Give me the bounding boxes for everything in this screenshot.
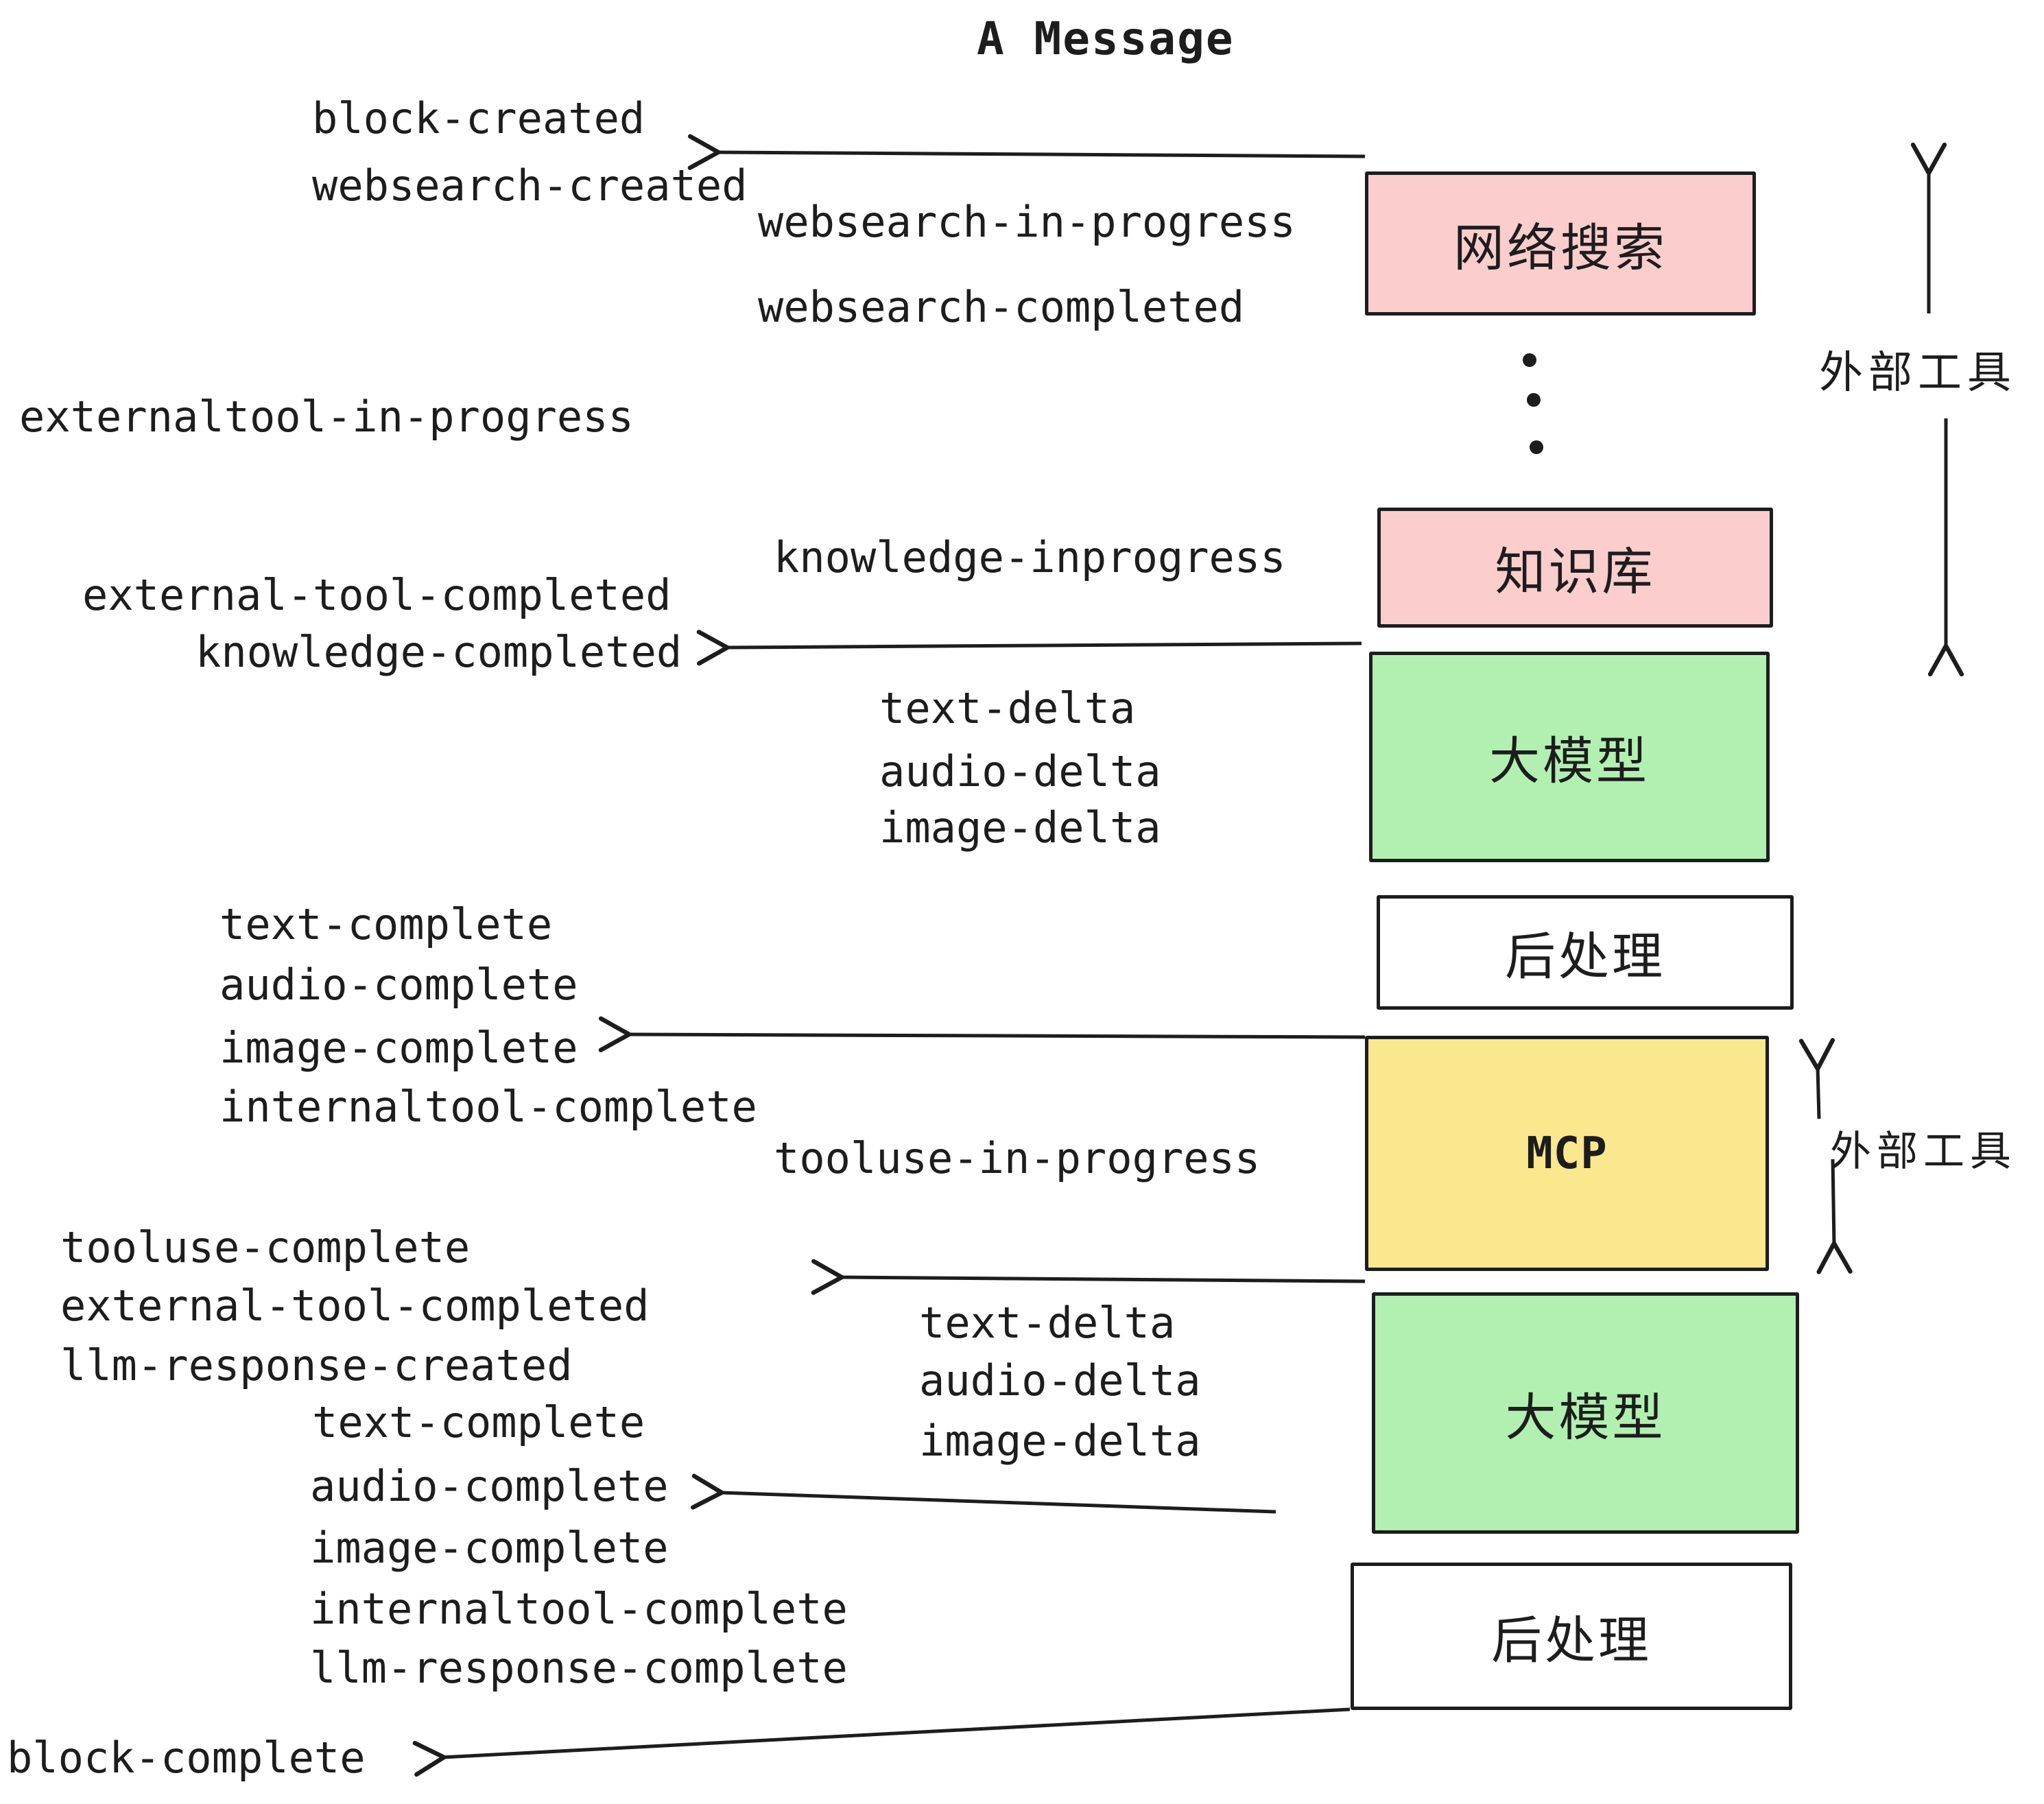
- box-postprocess-1-label: 后处理: [1505, 928, 1665, 985]
- box-llm-1-label: 大模型: [1489, 733, 1650, 790]
- event-external-tool-completed-2: external-tool-completed: [60, 1281, 650, 1331]
- diagram-title: A Message: [977, 12, 1235, 65]
- box-postprocess-2-label: 后处理: [1491, 1612, 1652, 1669]
- box-llm-2-label: 大模型: [1505, 1388, 1666, 1446]
- event-image-complete-2: image-complete: [310, 1523, 669, 1573]
- event-externaltool-in-progress: externaltool-in-progress: [19, 392, 634, 442]
- event-websearch-in-progress: websearch-in-progress: [758, 197, 1296, 247]
- arrow-to-audio-complete: [691, 1473, 1276, 1514]
- box-websearch: 网络搜索: [1365, 171, 1756, 316]
- event-llm-response-complete: llm-response-complete: [310, 1643, 848, 1693]
- box-websearch-label: 网络搜索: [1453, 219, 1667, 276]
- ellipsis-dots: [1523, 353, 1543, 454]
- event-text-complete-1: text-complete: [219, 899, 553, 949]
- box-postprocess-2: 后处理: [1351, 1563, 1792, 1710]
- event-external-tool-completed: external-tool-completed: [82, 570, 672, 620]
- event-internaltool-complete-2: internaltool-complete: [310, 1584, 848, 1634]
- event-text-complete-2: text-complete: [312, 1397, 645, 1447]
- event-text-delta-2: text-delta: [919, 1298, 1176, 1348]
- box-knowledge: 知识库: [1377, 508, 1773, 628]
- event-audio-complete-2: audio-complete: [310, 1461, 669, 1511]
- event-image-delta-2: image-delta: [919, 1416, 1201, 1466]
- event-audio-delta-2: audio-delta: [919, 1355, 1201, 1405]
- box-knowledge-label: 知识库: [1495, 543, 1656, 600]
- event-audio-complete-1: audio-complete: [219, 960, 578, 1010]
- event-block-complete: block-complete: [7, 1733, 366, 1783]
- box-mcp: MCP: [1365, 1036, 1769, 1271]
- event-block-created: block-created: [312, 93, 645, 143]
- event-image-delta-1: image-delta: [879, 803, 1161, 853]
- event-text-delta-1: text-delta: [879, 683, 1136, 733]
- box-postprocess-1: 后处理: [1377, 895, 1794, 1010]
- arrow-to-tooluse-complete: [811, 1259, 1366, 1295]
- box-mcp-label: MCP: [1526, 1128, 1608, 1179]
- external-tools-span-1: [1910, 142, 1964, 677]
- event-websearch-completed: websearch-completed: [758, 282, 1245, 332]
- box-llm-1: 大模型: [1369, 652, 1770, 862]
- event-tooluse-complete: tooluse-complete: [60, 1222, 471, 1272]
- event-llm-response-created: llm-response-created: [60, 1340, 573, 1390]
- side-label-external-tools-2: 外部工具: [1830, 1128, 2017, 1174]
- arrow-to-block-created: [687, 134, 1366, 170]
- arrow-to-knowledge-completed: [696, 630, 1362, 666]
- side-label-external-tools-1: 外部工具: [1819, 348, 2017, 397]
- event-internaltool-complete-1: internaltool-complete: [219, 1082, 757, 1132]
- event-knowledge-inprogress: knowledge-inprogress: [774, 532, 1286, 582]
- event-tooluse-in-progress: tooluse-in-progress: [774, 1133, 1261, 1183]
- event-knowledge-completed: knowledge-completed: [195, 627, 682, 677]
- box-llm-2: 大模型: [1372, 1292, 1799, 1534]
- event-websearch-created: websearch-created: [312, 161, 748, 211]
- event-audio-delta-1: audio-delta: [879, 746, 1161, 796]
- arrow-to-block-complete: [412, 1707, 1351, 1777]
- arrow-to-image-complete: [598, 1016, 1366, 1052]
- event-image-complete-1: image-complete: [219, 1023, 578, 1073]
